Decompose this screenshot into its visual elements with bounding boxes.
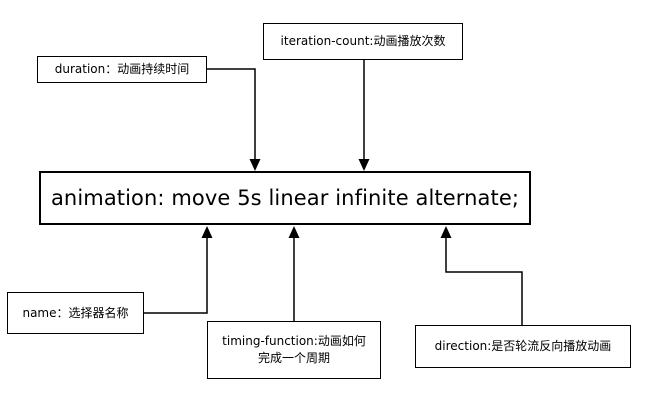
duration-label: duration：动画持续时间 [54, 62, 190, 76]
animation-statement: animation: move 5s linear infinite alter… [50, 185, 520, 210]
timing-function-label: timing-function:动画如何 完成一个周期 [222, 334, 366, 365]
arrowhead-duration [249, 159, 261, 171]
arrowhead-name [201, 226, 213, 238]
name-label: name：选择器名称 [22, 305, 129, 320]
duration-box: duration：动画持续时间 [37, 56, 207, 83]
direction-label: direction:是否轮流反向播放动画 [434, 339, 612, 353]
connector-direction [445, 236, 523, 325]
iteration-count-label: iteration-count:动画播放次数 [280, 34, 446, 48]
arrowhead-direction [440, 226, 452, 238]
timing-function-box: timing-function:动画如何 完成一个周期 [207, 321, 381, 379]
arrowhead-timing-function [288, 226, 300, 238]
connector-duration [207, 68, 256, 160]
name-box: name：选择器名称 [7, 292, 144, 334]
animation-statement-box: animation: move 5s linear infinite alter… [39, 171, 531, 225]
arrowhead-iteration-count [358, 159, 370, 171]
direction-box: direction:是否轮流反向播放动画 [415, 325, 631, 368]
connector-name [144, 236, 208, 314]
iteration-count-box: iteration-count:动画播放次数 [263, 23, 463, 60]
